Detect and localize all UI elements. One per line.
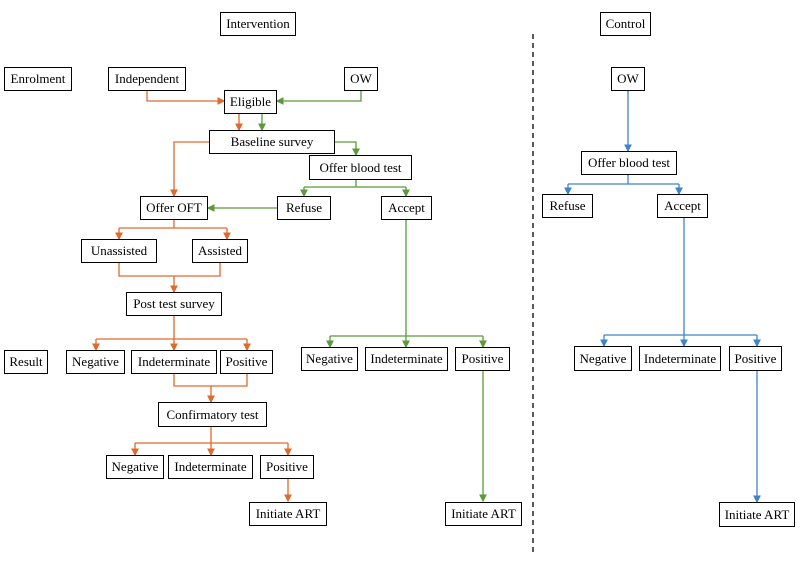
result-label: Result [4, 350, 48, 374]
baseline-survey-box: Baseline survey [209, 130, 335, 154]
control-positive-box: Positive [729, 346, 782, 371]
initiate-art-oft-box: Initiate ART [249, 502, 327, 526]
eligible-box: Eligible [224, 90, 277, 114]
confirm-positive-box: Positive [260, 455, 314, 479]
oft-path-arrows [92, 90, 292, 503]
accept-control-box: Accept [657, 194, 708, 218]
post-test-survey-box: Post test survey [126, 292, 222, 316]
blood-indeterminate-box: Indeterminate [365, 347, 448, 371]
blood-test-path-arrows [206, 90, 487, 503]
blood-positive-box: Positive [455, 347, 510, 371]
confirmatory-test-box: Confirmatory test [158, 402, 267, 427]
assisted-box: Assisted [192, 239, 248, 263]
initiate-art-blood-box: Initiate ART [445, 502, 522, 526]
control-header: Control [600, 12, 651, 36]
oft-positive-box: Positive [220, 350, 273, 374]
unassisted-box: Unassisted [81, 239, 157, 263]
intervention-header: Intervention [220, 12, 296, 36]
independent-box: Independent [108, 67, 186, 91]
confirm-indeterminate-box: Indeterminate [168, 455, 253, 479]
blood-negative-box: Negative [301, 347, 358, 371]
control-indeterminate-box: Indeterminate [639, 346, 721, 371]
control-path-arrows [564, 90, 761, 504]
offer-oft-box: Offer OFT [140, 196, 208, 220]
accept-intervention-box: Accept [381, 196, 432, 220]
offer-blood-test-intervention-box: Offer blood test [309, 155, 412, 180]
oft-indeterminate-box: Indeterminate [131, 350, 217, 374]
refuse-control-box: Refuse [542, 194, 593, 218]
confirm-negative-box: Negative [106, 455, 164, 479]
oft-negative-box: Negative [66, 350, 125, 374]
initiate-art-control-box: Initiate ART [719, 502, 795, 527]
enrolment-label: Enrolment [4, 67, 72, 91]
ow-intervention-box: OW [344, 67, 378, 91]
ow-control-box: OW [611, 67, 645, 91]
offer-blood-test-control-box: Offer blood test [581, 151, 677, 175]
control-negative-box: Negative [574, 346, 632, 371]
refuse-intervention-box: Refuse [277, 196, 331, 220]
